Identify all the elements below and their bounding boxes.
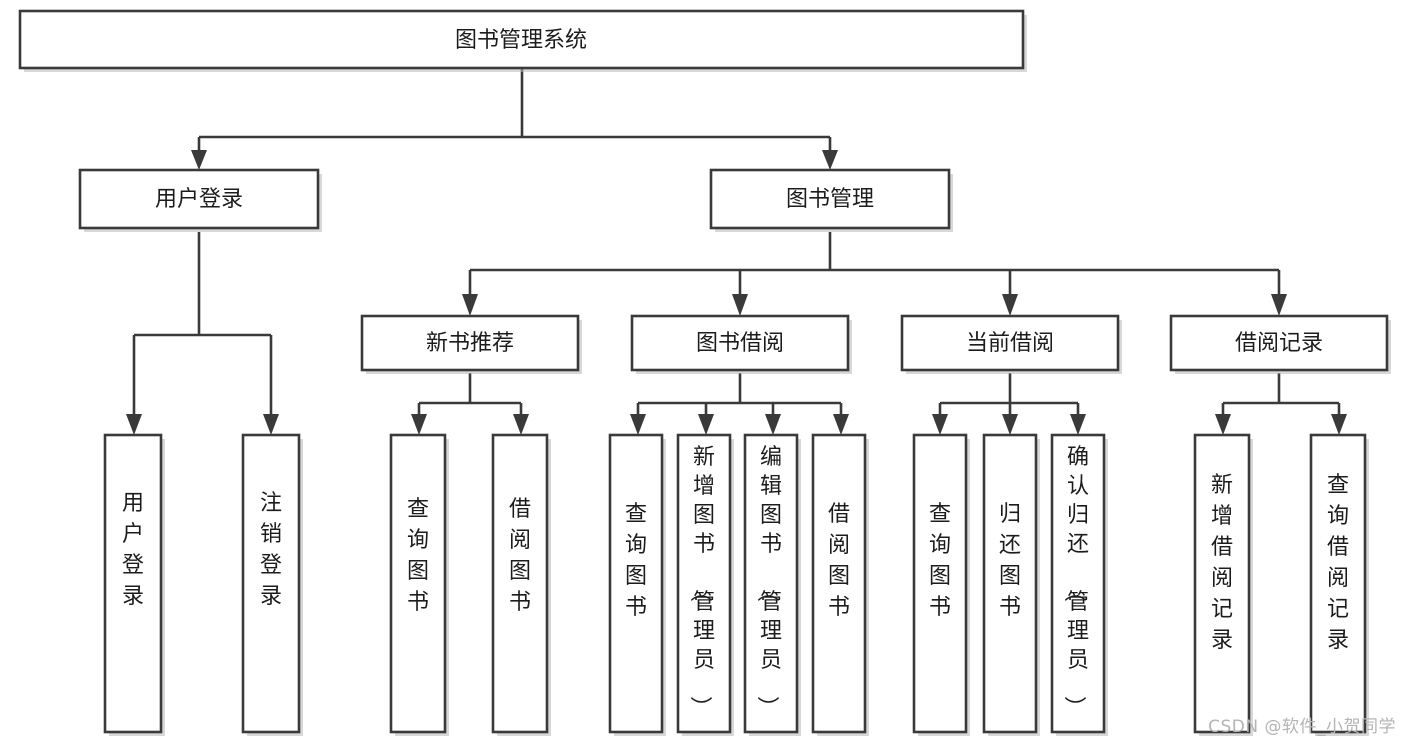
- node-current-borrow-rect[interactable]: [900, 314, 1120, 372]
- arrow-to-book-management: [822, 150, 838, 170]
- node-leaf-confirm-return-label: 确认归还（管理员）: [1061, 445, 1089, 718]
- node-leaf-borrow-book-2-label: 借阅图书: [828, 502, 850, 620]
- node-leaf-edit-book[interactable]: 编辑图书（管理员）: [743, 433, 801, 736]
- node-leaf-user-login-rect[interactable]: [103, 433, 163, 734]
- node-root[interactable]: 图书管理系统: [18, 9, 1027, 72]
- arrow-to-leaf-query-book-3: [932, 414, 948, 435]
- node-leaf-query-book-3[interactable]: 查询图书: [912, 433, 970, 736]
- node-leaf-add-record-rect[interactable]: [1193, 433, 1251, 734]
- node-leaf-borrow-book-2[interactable]: 借阅图书: [811, 433, 869, 736]
- arrow-to-leaf-logout: [263, 414, 279, 435]
- arrow-to-leaf-query-book-1: [411, 414, 427, 435]
- node-leaf-logout-label: 注销登录: [260, 491, 282, 609]
- node-user-login-rect[interactable]: [78, 168, 320, 230]
- node-leaf-add-record-label: 新增借阅记录: [1211, 473, 1233, 653]
- node-leaf-add-book[interactable]: 新增图书（管理员）: [676, 433, 734, 736]
- node-leaf-query-book-2[interactable]: 查询图书: [608, 433, 666, 736]
- node-leaf-query-book-1-rect[interactable]: [389, 433, 447, 734]
- node-leaf-edit-book-label: 编辑图书（管理员）: [754, 445, 782, 718]
- node-leaf-add-record[interactable]: 新增借阅记录: [1193, 433, 1253, 736]
- node-leaf-return-book-label: 归还图书: [999, 502, 1021, 620]
- node-leaf-confirm-return[interactable]: 确认归还（管理员）: [1050, 433, 1108, 736]
- node-book-management-label: 图书管理: [786, 187, 874, 212]
- node-user-login-label: 用户登录: [155, 187, 243, 212]
- node-leaf-add-book-rect[interactable]: [676, 433, 732, 734]
- arrow-to-leaf-query-record: [1331, 414, 1347, 435]
- node-leaf-borrow-book-1-rect[interactable]: [491, 433, 549, 734]
- node-leaf-edit-book-rect[interactable]: [743, 433, 799, 734]
- arrow-to-leaf-borrow-book-2: [833, 414, 849, 435]
- node-leaf-query-book-1[interactable]: 查询图书: [389, 433, 449, 736]
- arrow-to-leaf-add-book: [698, 414, 714, 435]
- node-leaf-query-book-2-rect[interactable]: [608, 433, 664, 734]
- arrow-to-user-login: [191, 150, 207, 170]
- node-book-borrow-rect[interactable]: [630, 314, 850, 372]
- arrow-to-book-borrow: [732, 294, 748, 316]
- node-book-management[interactable]: 图书管理: [709, 168, 953, 232]
- connector-layer: [126, 68, 1347, 435]
- node-leaf-query-book-1-label: 查询图书: [407, 497, 429, 615]
- node-leaf-return-book-rect[interactable]: [982, 433, 1038, 734]
- node-leaf-user-login-label: 用户登录: [122, 491, 144, 609]
- node-new-book-recommend-rect[interactable]: [360, 314, 580, 372]
- node-root-label: 图书管理系统: [455, 28, 587, 53]
- node-leaf-borrow-book-2-rect[interactable]: [811, 433, 867, 734]
- node-borrow-record-label: 借阅记录: [1235, 331, 1323, 356]
- node-leaf-query-record[interactable]: 查询借阅记录: [1309, 433, 1369, 736]
- arrow-to-leaf-return-book: [1002, 414, 1018, 435]
- node-leaf-confirm-return-rect[interactable]: [1050, 433, 1106, 734]
- node-book-management-rect[interactable]: [709, 168, 951, 230]
- node-current-borrow[interactable]: 当前借阅: [900, 314, 1122, 374]
- arrow-to-new-book-recommend: [462, 294, 478, 316]
- node-new-book-recommend-label: 新书推荐: [426, 331, 514, 356]
- node-new-book-recommend[interactable]: 新书推荐: [360, 314, 582, 374]
- csdn-watermark: CSDN @软件_小贺同学: [1208, 717, 1396, 737]
- arrow-to-leaf-add-record: [1215, 414, 1231, 435]
- node-borrow-record-rect[interactable]: [1169, 314, 1389, 372]
- node-book-borrow[interactable]: 图书借阅: [630, 314, 852, 374]
- node-leaf-query-record-label: 查询借阅记录: [1327, 473, 1349, 653]
- node-leaf-user-login[interactable]: 用户登录: [103, 433, 165, 736]
- arrow-to-current-borrow: [1002, 294, 1018, 316]
- arrow-to-leaf-confirm-return: [1070, 414, 1086, 435]
- node-leaf-query-book-2-label: 查询图书: [625, 502, 647, 620]
- node-borrow-record[interactable]: 借阅记录: [1169, 314, 1391, 374]
- node-leaf-borrow-book-1[interactable]: 借阅图书: [491, 433, 551, 736]
- node-leaf-query-book-3-rect[interactable]: [912, 433, 968, 734]
- node-user-login[interactable]: 用户登录: [78, 168, 322, 232]
- node-leaf-logout-rect[interactable]: [241, 433, 301, 734]
- arrow-to-leaf-edit-book: [765, 414, 781, 435]
- arrow-to-leaf-query-book-2: [630, 414, 646, 435]
- arrow-to-leaf-user-login: [126, 414, 142, 435]
- node-leaf-logout[interactable]: 注销登录: [241, 433, 303, 736]
- node-leaf-return-book[interactable]: 归还图书: [982, 433, 1040, 736]
- node-leaf-query-book-3-label: 查询图书: [929, 502, 951, 620]
- node-leaf-add-book-label: 新增图书（管理员）: [687, 445, 715, 718]
- node-root-rect[interactable]: [18, 9, 1025, 70]
- node-leaf-borrow-book-1-label: 借阅图书: [509, 497, 531, 615]
- arrow-to-borrow-record: [1271, 294, 1287, 316]
- node-current-borrow-label: 当前借阅: [966, 331, 1054, 356]
- node-leaf-query-record-rect[interactable]: [1309, 433, 1367, 734]
- node-book-borrow-label: 图书借阅: [696, 331, 784, 356]
- arrow-to-leaf-borrow-book-1: [513, 414, 529, 435]
